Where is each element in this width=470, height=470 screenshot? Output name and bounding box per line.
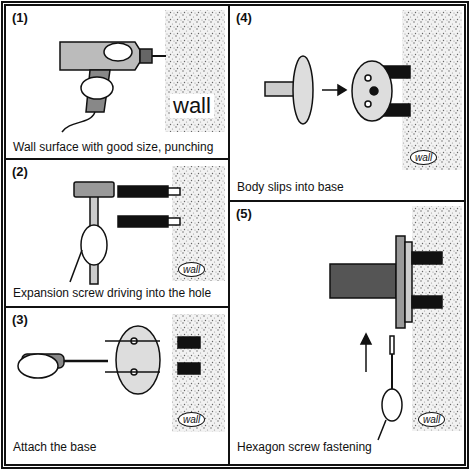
step-number: (1) xyxy=(12,10,28,25)
step-panel: (1) Wall surface with good size, punching xyxy=(4,4,230,160)
step-caption: Hexagon screw fastening xyxy=(236,440,373,454)
step-caption: Body slips into base xyxy=(236,180,345,194)
step-caption: Wall surface with good size, punching xyxy=(12,140,214,154)
step-panel: (4) Body slips into base xyxy=(228,4,466,202)
wall-label: wall xyxy=(178,262,205,277)
wall-label: wall xyxy=(170,94,214,118)
wall-label: wall xyxy=(178,412,205,427)
wall-label: wall xyxy=(410,150,437,165)
wall-label: wall xyxy=(418,412,445,427)
step-panel: (3) Attach the base xyxy=(4,306,230,466)
step-number: (4) xyxy=(236,10,252,25)
step-caption: Attach the base xyxy=(12,440,97,454)
step-number: (3) xyxy=(12,312,28,327)
step-caption: Expansion screw driving into the hole xyxy=(12,286,212,300)
step-panel: (2) Expansion screw driving into the hole xyxy=(4,158,230,308)
step-number: (2) xyxy=(12,164,28,179)
step-number: (5) xyxy=(236,206,252,221)
